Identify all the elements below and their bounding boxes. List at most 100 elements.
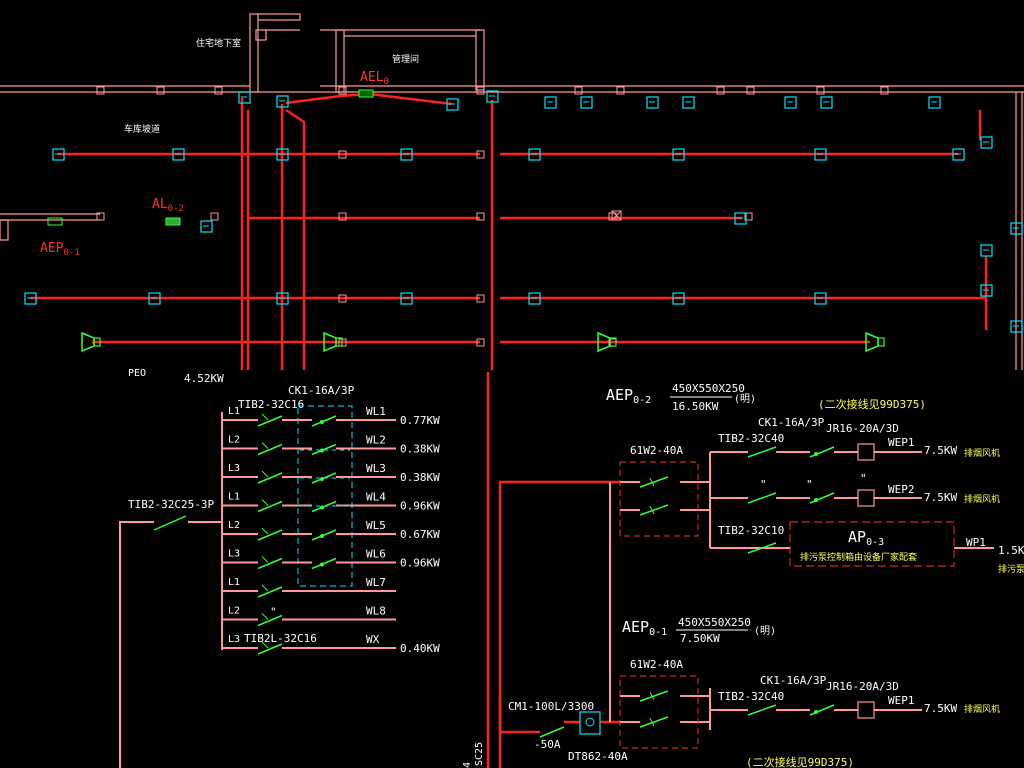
dt862-label: DT862-40A — [568, 750, 628, 763]
switch-blade — [747, 446, 777, 458]
label-al02: AL0-2 — [152, 197, 184, 214]
junction-box — [96, 212, 105, 221]
light-fixture-icon — [200, 220, 213, 233]
wp1-label: WP1 — [966, 536, 986, 549]
circuit-name: WL4 — [366, 491, 386, 504]
light-fixture-icon — [672, 148, 685, 161]
light-fixture-icon — [1010, 320, 1023, 333]
wp1-desc: 排污泵 — [998, 563, 1024, 575]
phase-label: L1 — [228, 577, 240, 588]
circuit-name: WX — [366, 633, 380, 646]
phase-label: L2 — [228, 520, 240, 531]
junction-box — [880, 86, 889, 95]
breaker-mark — [261, 442, 269, 449]
light-fixture-icon — [928, 96, 941, 109]
light-fixture-icon — [820, 96, 833, 109]
light-fixture-icon — [276, 148, 289, 161]
light-fixture-icon — [24, 292, 37, 305]
thermal-relays — [857, 443, 875, 719]
circuit-breaker — [257, 586, 283, 598]
light-fixture-icon — [276, 292, 289, 305]
w61-bottom-label: 61W2-40A — [630, 658, 683, 671]
phase-label: L3 — [228, 634, 240, 645]
junction-box — [716, 86, 725, 95]
circuit-breaker — [257, 472, 283, 484]
breaker-mark — [261, 584, 269, 592]
aep01-name: AEP0-1 — [622, 618, 667, 638]
tib-c40-top-label: TIB2-32C40 — [718, 432, 784, 445]
circuit-name: WL7 — [366, 576, 386, 589]
circuit-name: WL8 — [366, 605, 386, 618]
horn-body — [609, 337, 617, 347]
switch-mark — [649, 717, 655, 727]
wp1-kw: 1.5KW — [998, 544, 1024, 557]
tib-c40-bottom-label: TIB2-32C40 — [718, 690, 784, 703]
light-fixture-icon — [814, 148, 827, 161]
circuit-breaker — [257, 614, 283, 627]
junction-box — [338, 150, 347, 159]
circuit-name: WL2 — [366, 434, 386, 447]
main-breaker-switch — [153, 515, 187, 531]
wep2-label: WEP2 — [888, 483, 915, 496]
building-walls — [0, 13, 1024, 370]
right-bus-lines — [609, 451, 994, 730]
light-fixture-icon — [580, 96, 593, 109]
light-fixture-icon — [446, 98, 459, 111]
light-fixture-icon — [544, 96, 557, 109]
contactor-switch — [311, 529, 337, 541]
circuit-breaker — [257, 415, 283, 427]
junction-box — [96, 86, 105, 95]
phase-label: L1 — [228, 492, 240, 503]
switch-blade — [539, 726, 565, 738]
right-feeders — [486, 372, 620, 768]
ck-bottom-label: CK1-16A/3P — [760, 674, 827, 687]
breaker-mark — [261, 641, 269, 649]
left-distribution-panel: PEO 4.52KW TIB2-32C25-3P CK1-16A/3P TIB2… — [119, 368, 440, 768]
circuit-breaker — [257, 443, 283, 456]
junction-box — [574, 86, 583, 95]
light-fixture-icon — [784, 96, 797, 109]
breaker-mark — [261, 527, 269, 535]
junction-box — [214, 86, 223, 95]
wep1-top-desc: 排烟风机 — [964, 447, 1000, 459]
contactor-switch — [311, 415, 337, 427]
cm1-label: CM1-100L/3300 — [508, 700, 594, 713]
switch-blade — [809, 446, 835, 458]
contactor-dot — [320, 562, 324, 567]
junction-box — [476, 86, 485, 95]
switch-mark — [649, 505, 655, 515]
light-fixture-icon — [672, 292, 685, 305]
ditto-mark: " — [270, 606, 277, 619]
circuit-power: 0.67KW — [400, 528, 440, 541]
right-dashed-boxes — [619, 461, 699, 749]
wiring-runs — [30, 92, 988, 370]
circuit-breaker — [257, 529, 283, 541]
circuit-power: 0.96KW — [400, 557, 440, 570]
jr-top-label: JR16-20A/3D — [826, 422, 899, 435]
switch-blade — [809, 704, 835, 716]
tib-bottom-label: TIB2L-32C16 — [244, 632, 317, 645]
breaker-mark — [261, 556, 269, 563]
phase-label: L3 — [228, 463, 240, 474]
sc25-prefix: 4 — [462, 762, 473, 768]
horn-body — [335, 337, 343, 347]
circuit-breaker — [257, 557, 283, 570]
meter-dt862-dial — [585, 717, 595, 727]
junction-box — [744, 212, 753, 221]
circuit-power: 0.77KW — [400, 414, 440, 427]
junction-box — [611, 210, 622, 221]
ap03-name: AP0-3 — [848, 528, 884, 548]
light-fixture-icon — [952, 148, 965, 161]
switch-blade — [809, 492, 835, 504]
wep1-top-kw: 7.5KW — [924, 444, 957, 457]
ditto-wep2-c: " — [860, 472, 867, 485]
contactor-dot — [320, 477, 324, 481]
note-top: (二次接线见99D375) — [818, 397, 926, 411]
panel-partial-label: PEO — [128, 368, 146, 379]
ap03-box — [789, 521, 955, 567]
wep1-bottom-kw: 7.5KW — [924, 702, 957, 715]
switch-dot — [814, 498, 818, 502]
junction-box — [338, 212, 347, 221]
tib-top-label: TIB2-32C16 — [238, 398, 304, 411]
